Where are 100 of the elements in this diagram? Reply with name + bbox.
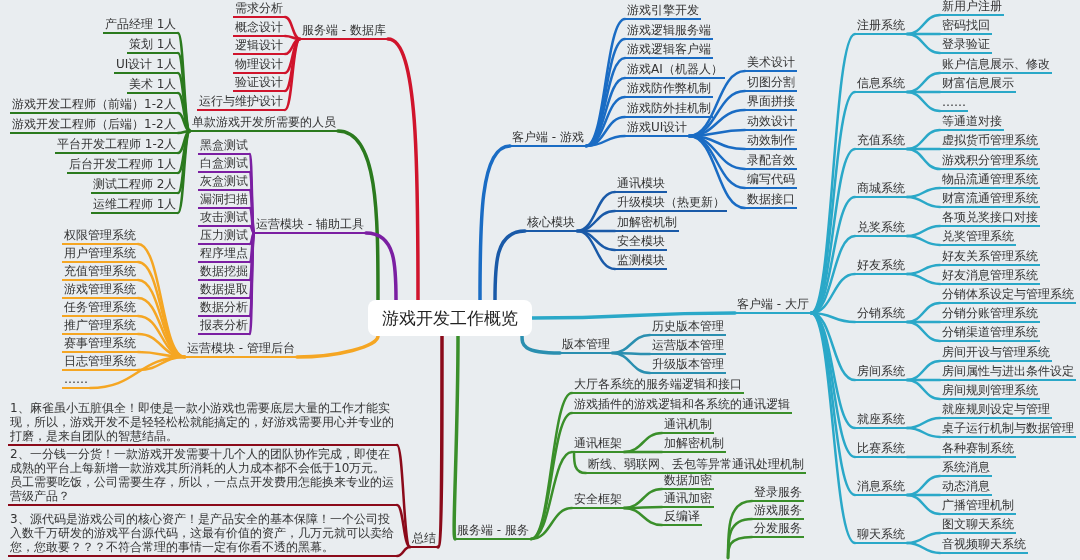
branch-connector	[248, 224, 256, 235]
branch-label: 验证设计	[233, 75, 285, 92]
branch-connector	[622, 506, 664, 527]
branch-connector	[530, 311, 737, 320]
branch-connector	[809, 311, 857, 545]
branch-label: 黑盒测试	[198, 138, 250, 155]
branch-label: 运营模块 - 管理后台	[185, 341, 297, 358]
branch-connector	[529, 450, 574, 541]
branch-label: 后台开发工程师 1人	[67, 157, 179, 174]
branch-label: 白盒测试	[198, 156, 250, 173]
branch-connector	[622, 450, 664, 454]
branch-label: 各项兑奖接口对接	[940, 210, 1040, 228]
branch-label: ……	[940, 95, 968, 112]
branch-label: 虚拟货币管理系统	[940, 133, 1040, 151]
branch-label: 漏洞扫描	[198, 192, 250, 209]
branch-connector	[575, 229, 617, 271]
branch-label: 通讯模块	[615, 176, 667, 193]
branch-label: 兑奖系统	[855, 219, 907, 237]
branch-connector	[905, 272, 942, 286]
branch-connector	[136, 278, 187, 359]
branch-label: 游戏AI（机器人）	[625, 61, 725, 79]
branch-connector	[395, 545, 412, 558]
branch-label: 运营模块 - 辅助工具	[254, 217, 366, 234]
branch-label: 数据加密	[662, 473, 714, 490]
branch-label: 新用户注册	[940, 0, 1004, 16]
branch-label: 权限管理系统	[62, 228, 138, 245]
branch-label: 赛事管理系统	[62, 336, 138, 353]
branch-connector	[905, 493, 942, 516]
branch-connector	[687, 134, 747, 210]
branch-label: 好友系统	[855, 258, 907, 276]
branch-label: 反编译	[662, 509, 702, 526]
branch-connector	[283, 15, 302, 41]
branch-label: 游戏服务	[752, 503, 804, 520]
branch-label: 运营版本管理	[650, 338, 726, 355]
branch-label: 密码找回	[940, 18, 992, 36]
branch-connector	[176, 91, 192, 133]
branch-connector	[905, 426, 942, 439]
branch-connector	[248, 231, 256, 264]
branch-connector	[248, 231, 256, 300]
branch-label: 概念设计	[233, 19, 285, 37]
branch-connector	[176, 129, 192, 215]
branch-label: 系统消息	[940, 459, 992, 477]
branch-label: 断线、弱联网、丢包等异常通讯处理机制	[586, 457, 806, 474]
branch-label: 登录验证	[940, 37, 992, 55]
branch-label: 动效制作	[745, 133, 797, 150]
branch-label: 任务管理系统	[62, 300, 138, 317]
branch-label: 数据接口	[745, 191, 797, 209]
branch-label: 游戏开发工程师（前端）1-2人	[10, 97, 178, 114]
branch-label: 注册系统	[855, 18, 907, 36]
branch-label: 房间属性与进出条件设定	[940, 363, 1076, 381]
branch-label: 测试工程师 2人	[91, 177, 179, 194]
branch-connector	[176, 129, 192, 195]
branch-connector	[905, 147, 942, 171]
branch-label: 登录服务	[752, 485, 804, 502]
branch-label: 安全框架	[572, 492, 624, 509]
summary-note: 3、源代码是游戏公司的核心资产！是产品安全的基本保障！一个公司投入数千万研发的游戏平台源代码，这最有价值的资产，几万元就可以卖给您，您敢要？？？不符合常理的事情一定有你看不透的黑幕。	[8, 512, 397, 557]
branch-connector	[436, 334, 444, 549]
branch-label: 就座系统	[855, 411, 907, 429]
branch-connector	[905, 378, 942, 401]
branch-label: 分销分账管理系统	[940, 306, 1040, 324]
branch-label: 游戏防外挂机制	[625, 100, 713, 118]
branch-connector	[905, 455, 942, 459]
branch-label: 压力测试	[198, 228, 250, 245]
branch-connector	[905, 32, 942, 55]
branch-label: 广播管理机制	[940, 498, 1016, 516]
branch-connector	[395, 503, 412, 549]
branch-label: 好友消息管理系统	[940, 267, 1040, 285]
branch-label: 服务端 - 数据库	[300, 23, 388, 40]
branch-label: 录配音效	[745, 152, 797, 170]
branch-label: 总结	[410, 531, 438, 548]
branch-label: 游戏逻辑客户端	[625, 42, 713, 59]
branch-connector	[520, 334, 562, 355]
branch-label: 游戏管理系统	[62, 282, 138, 299]
branch-label: 程序埋点	[198, 246, 250, 263]
branch-label: 日志管理系统	[62, 354, 138, 371]
branch-label: 图文聊天系统	[940, 517, 1016, 535]
branch-connector	[386, 37, 420, 302]
branch-label: 游戏积分管理系统	[940, 152, 1040, 170]
branch-label: 数据分析	[198, 300, 250, 317]
branch-connector	[336, 129, 380, 302]
branch-label: 界面拼接	[745, 94, 797, 111]
branch-label: 财富流通管理系统	[940, 191, 1040, 208]
branch-label: 版本管理	[560, 337, 612, 354]
branch-label: 核心模块	[525, 215, 577, 232]
branch-label: 房间开设与管理系统	[940, 344, 1052, 362]
branch-label: 等通道对接	[940, 114, 1004, 132]
branch-connector	[478, 144, 512, 302]
branch-label: 灰盒测试	[198, 174, 250, 191]
branch-label: 充值系统	[855, 133, 907, 151]
branch-label: 物理设计	[233, 56, 285, 74]
branch-connector	[176, 111, 192, 133]
branch-label: 聊天系统	[855, 527, 907, 544]
branch-label: 用户管理系统	[62, 246, 138, 263]
branch-label: 服务端 - 服务	[455, 523, 531, 540]
branch-label: ……	[62, 372, 90, 389]
branch-label: 就座规则设定与管理	[940, 402, 1052, 420]
branch-label: 攻击测试	[198, 210, 250, 227]
branch-label: 美术 1人	[127, 77, 179, 94]
branch-label: 各种赛制系统	[940, 440, 1016, 458]
branch-label: 安全模块	[615, 233, 667, 251]
